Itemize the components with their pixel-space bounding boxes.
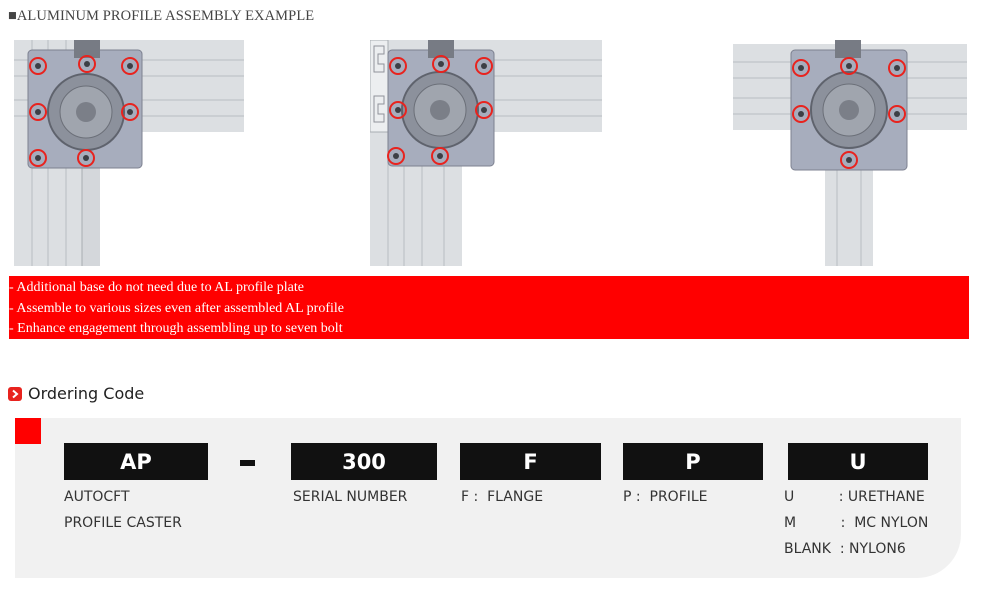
code-desc-mount: F : FLANGE <box>461 484 543 510</box>
code-box-profile: P <box>623 443 763 480</box>
feature-banner: - Additional base do not need due to AL … <box>9 276 969 339</box>
desc-line: P : PROFILE <box>623 489 708 505</box>
code-box-serial: 300 <box>291 443 437 480</box>
code-desc-serial: SERIAL NUMBER <box>293 484 407 510</box>
section-title: ■ALUMINUM PROFILE ASSEMBLY EXAMPLE <box>8 8 315 24</box>
red-marker <box>15 418 41 444</box>
desc-line: AUTOCFT <box>64 489 130 505</box>
code-box-mount: F <box>460 443 601 480</box>
code-desc-type: AUTOCFT PROFILE CASTER <box>64 484 182 536</box>
code-desc-profile: P : PROFILE <box>623 484 708 510</box>
desc-line: M : MC NYLON <box>784 515 929 531</box>
assembly-figure-corner-right-down <box>14 40 244 266</box>
feature-line: - Enhance engagement through assembling … <box>9 321 343 336</box>
assembly-figure-t-joint-down <box>733 40 967 266</box>
chevron-right-icon <box>8 386 22 401</box>
assembly-figure-t-joint-left <box>370 40 602 266</box>
desc-line: F : FLANGE <box>461 489 544 505</box>
feature-line: - Additional base do not need due to AL … <box>9 280 304 295</box>
desc-line: SERIAL NUMBER <box>293 489 408 505</box>
ordering-code-title: Ordering Code <box>28 384 145 403</box>
feature-line: - Assemble to various sizes even after a… <box>9 300 344 316</box>
desc-line: PROFILE CASTER <box>64 515 182 531</box>
code-box-wheel: U <box>788 443 928 480</box>
desc-line: BLANK : NYLON6 <box>784 541 906 557</box>
code-box-type: AP <box>64 443 208 480</box>
code-separator <box>240 460 255 466</box>
desc-line: U : URETHANE <box>784 489 925 505</box>
ordering-code-header: Ordering Code <box>8 384 144 403</box>
code-desc-wheel: U : URETHANE M : MC NYLON BLANK : NYLON6 <box>784 484 928 562</box>
